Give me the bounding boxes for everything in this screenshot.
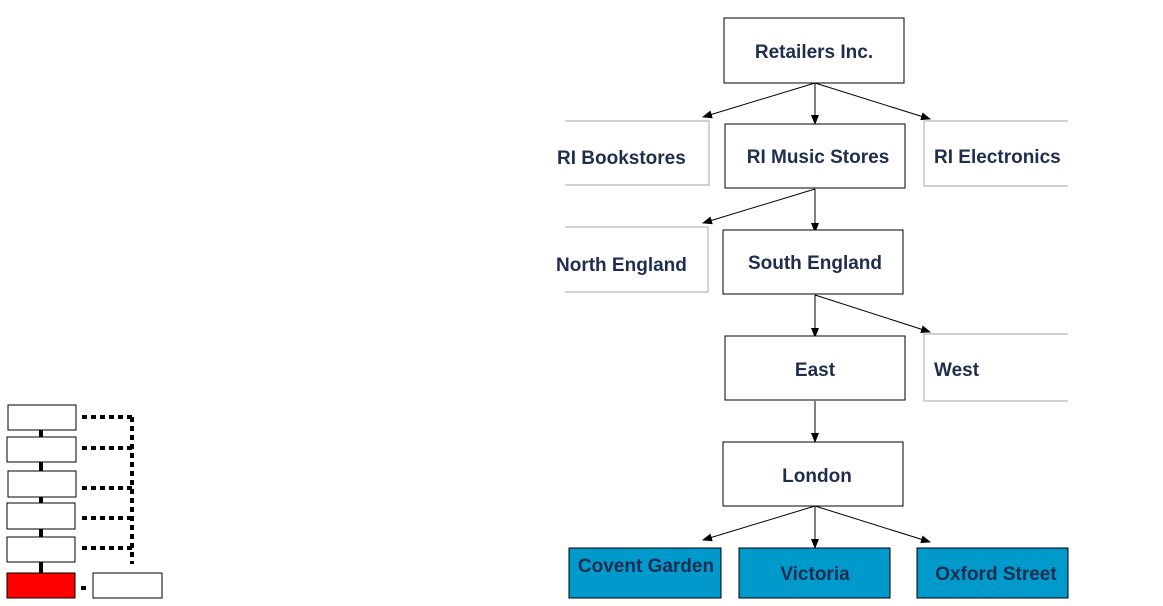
mini-map-level-6-highlighted — [6, 572, 76, 599]
arrow-south-to-west — [814, 294, 931, 334]
node-west-label: West — [934, 360, 980, 381]
mini-map-level-5 — [6, 536, 76, 563]
node-north-england: North England — [556, 226, 709, 293]
mini-map — [6, 404, 163, 599]
node-music-stores-label: RI Music Stores — [747, 147, 890, 168]
connectors — [702, 82, 931, 549]
node-electronics-label: RI Electronics — [934, 147, 1061, 168]
node-bookstores-label: RI Bookstores — [557, 148, 686, 169]
node-north-england-label: North England — [556, 255, 687, 276]
leaf-oxford-street-label: Oxford Street — [935, 564, 1057, 585]
node-electronics: RI Electronics — [923, 120, 1068, 187]
arrow-london-to-oxford — [814, 505, 931, 544]
mini-map-level-4 — [6, 502, 76, 530]
node-east-label: East — [795, 360, 836, 381]
leaf-covent-garden-label: Covent Garden — [578, 556, 714, 577]
arrow-london-to-covent — [702, 505, 816, 542]
arrow-music-to-north — [702, 188, 816, 225]
node-root: Retailers Inc. — [723, 17, 905, 84]
node-bookstores: RI Bookstores — [557, 120, 710, 186]
node-east: East — [724, 335, 906, 401]
leaf-victoria-label: Victoria — [780, 564, 850, 585]
leaf-victoria: Victoria — [738, 547, 891, 599]
node-london-label: London — [782, 466, 852, 487]
mini-map-level-2 — [6, 436, 77, 463]
mini-map-dotted-connectors — [81, 415, 134, 590]
node-music-stores: RI Music Stores — [724, 123, 906, 189]
mini-map-level-1 — [7, 404, 77, 431]
node-south-england: South England — [722, 229, 904, 295]
arrow-root-to-electronics — [814, 82, 931, 121]
node-root-label: Retailers Inc. — [755, 42, 873, 63]
leaf-oxford-street: Oxford Street — [916, 547, 1069, 599]
node-south-england-label: South England — [748, 253, 882, 274]
mini-map-level-3 — [7, 470, 77, 498]
node-west: West — [923, 333, 1068, 402]
leaf-covent-garden: Covent Garden — [568, 547, 722, 599]
mini-map-side-box — [92, 572, 163, 599]
arrow-root-to-bookstores — [702, 82, 816, 119]
node-london: London — [722, 441, 904, 507]
